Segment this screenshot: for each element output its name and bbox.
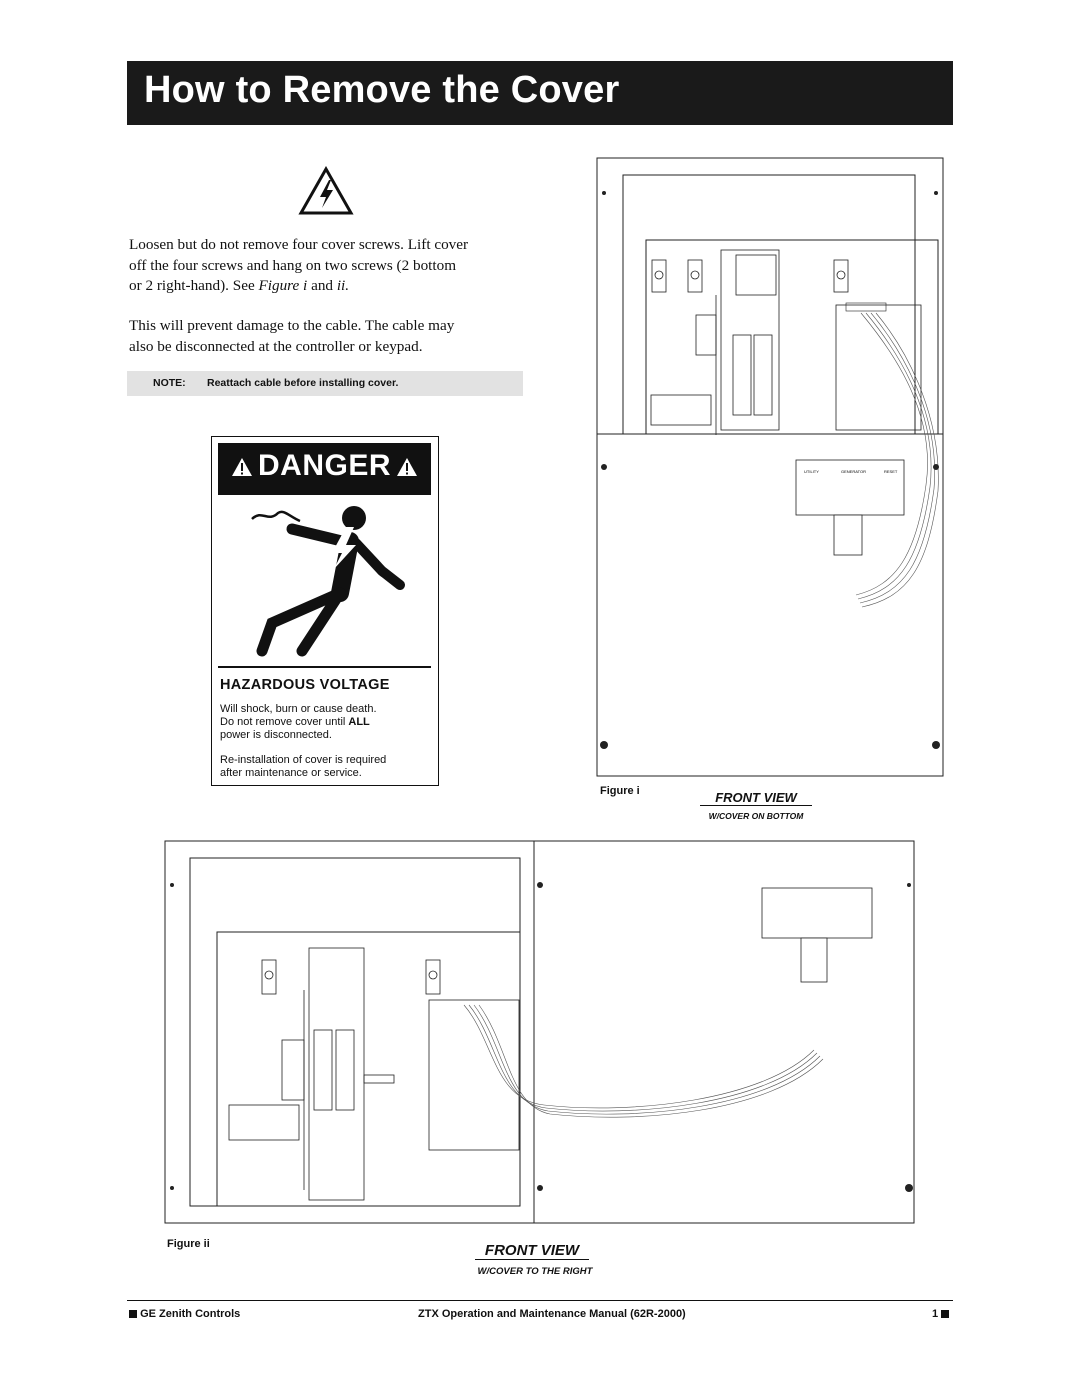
alert-icon: [232, 458, 252, 476]
electrical-warning-icon: [298, 166, 354, 215]
text-span: Do not remove cover until: [220, 715, 349, 728]
footer-divider: [127, 1300, 953, 1301]
figure-1-enclosure-diagram: UTILITY GENERATOR RESET: [596, 157, 944, 777]
danger-title: DANGER: [257, 449, 391, 482]
hazard-title: HAZARDOUS VOLTAGE: [220, 677, 390, 693]
figure-2-enclosure-diagram: [164, 840, 915, 1224]
footer-company: GE Zenith Controls: [129, 1308, 240, 1320]
footer-page-number: 1: [932, 1308, 950, 1320]
danger-header: DANGER: [218, 443, 431, 495]
instruction-paragraph-2: This will prevent damage to the cable. T…: [129, 316, 529, 357]
bullet-square-icon: [941, 1310, 950, 1319]
figure-1-view-subtitle: W/COVER ON BOTTOM: [708, 811, 804, 821]
figure-2-label: Figure ii: [167, 1238, 210, 1250]
figure-2-view-title: FRONT VIEW: [475, 1242, 589, 1260]
text-line: off the four screws and hang on two scre…: [129, 256, 457, 274]
page-number: 1: [932, 1308, 939, 1320]
footer-manual-title: ZTX Operation and Maintenance Manual (62…: [418, 1308, 686, 1320]
text-span: ALL: [348, 715, 370, 728]
keypad-label: UTILITY: [804, 469, 819, 474]
text-span: and: [307, 277, 337, 294]
hazard-warning: Will shock, burn or cause death. Do not …: [220, 703, 435, 741]
figure-reference: ii.: [336, 277, 350, 294]
figure-2-view-subtitle: W/COVER TO THE RIGHT: [477, 1266, 593, 1277]
text-span: or 2 right-hand). See: [129, 277, 259, 294]
danger-label: DANGER HAZARDOUS VOLTAGE Will shock, bur…: [211, 436, 439, 786]
page-title: How to Remove the Cover: [144, 69, 620, 111]
title-bar: How to Remove the Cover: [127, 61, 953, 125]
reinstall-warning: Re-installation of cover is required aft…: [220, 754, 435, 780]
note-text: Reattach cable before installing cover.: [207, 377, 399, 389]
text-line: Re-installation of cover is required: [220, 754, 387, 766]
figure-reference: Figure i: [258, 277, 308, 294]
text-line: or 2 right-hand). See Figure i and ii.: [129, 276, 529, 297]
text-line: power is disconnected.: [220, 728, 332, 741]
electric-shock-person-icon: [251, 506, 405, 657]
figure-1-view-title: FRONT VIEW: [700, 790, 812, 806]
text-line: Will shock, burn or cause death.: [220, 703, 377, 715]
keypad-label: GENERATOR: [841, 469, 866, 474]
note-label: NOTE:: [153, 377, 186, 389]
instruction-paragraph-1: Loosen but do not remove four cover scre…: [129, 235, 529, 297]
divider: [218, 666, 431, 668]
text-line: also be disconnected at the controller o…: [129, 337, 423, 355]
text-line: after maintenance or service.: [220, 766, 362, 779]
figure-1-label: Figure i: [600, 785, 640, 797]
text-line: This will prevent damage to the cable. T…: [129, 317, 455, 334]
text-line: Do not remove cover until ALL: [220, 716, 435, 729]
company-name: GE Zenith Controls: [140, 1308, 241, 1320]
keypad-label: RESET: [884, 469, 898, 474]
alert-icon: [397, 458, 417, 476]
bullet-square-icon: [129, 1310, 137, 1319]
note-box: NOTE: Reattach cable before installing c…: [127, 371, 523, 396]
text-line: Loosen but do not remove four cover scre…: [129, 236, 469, 253]
